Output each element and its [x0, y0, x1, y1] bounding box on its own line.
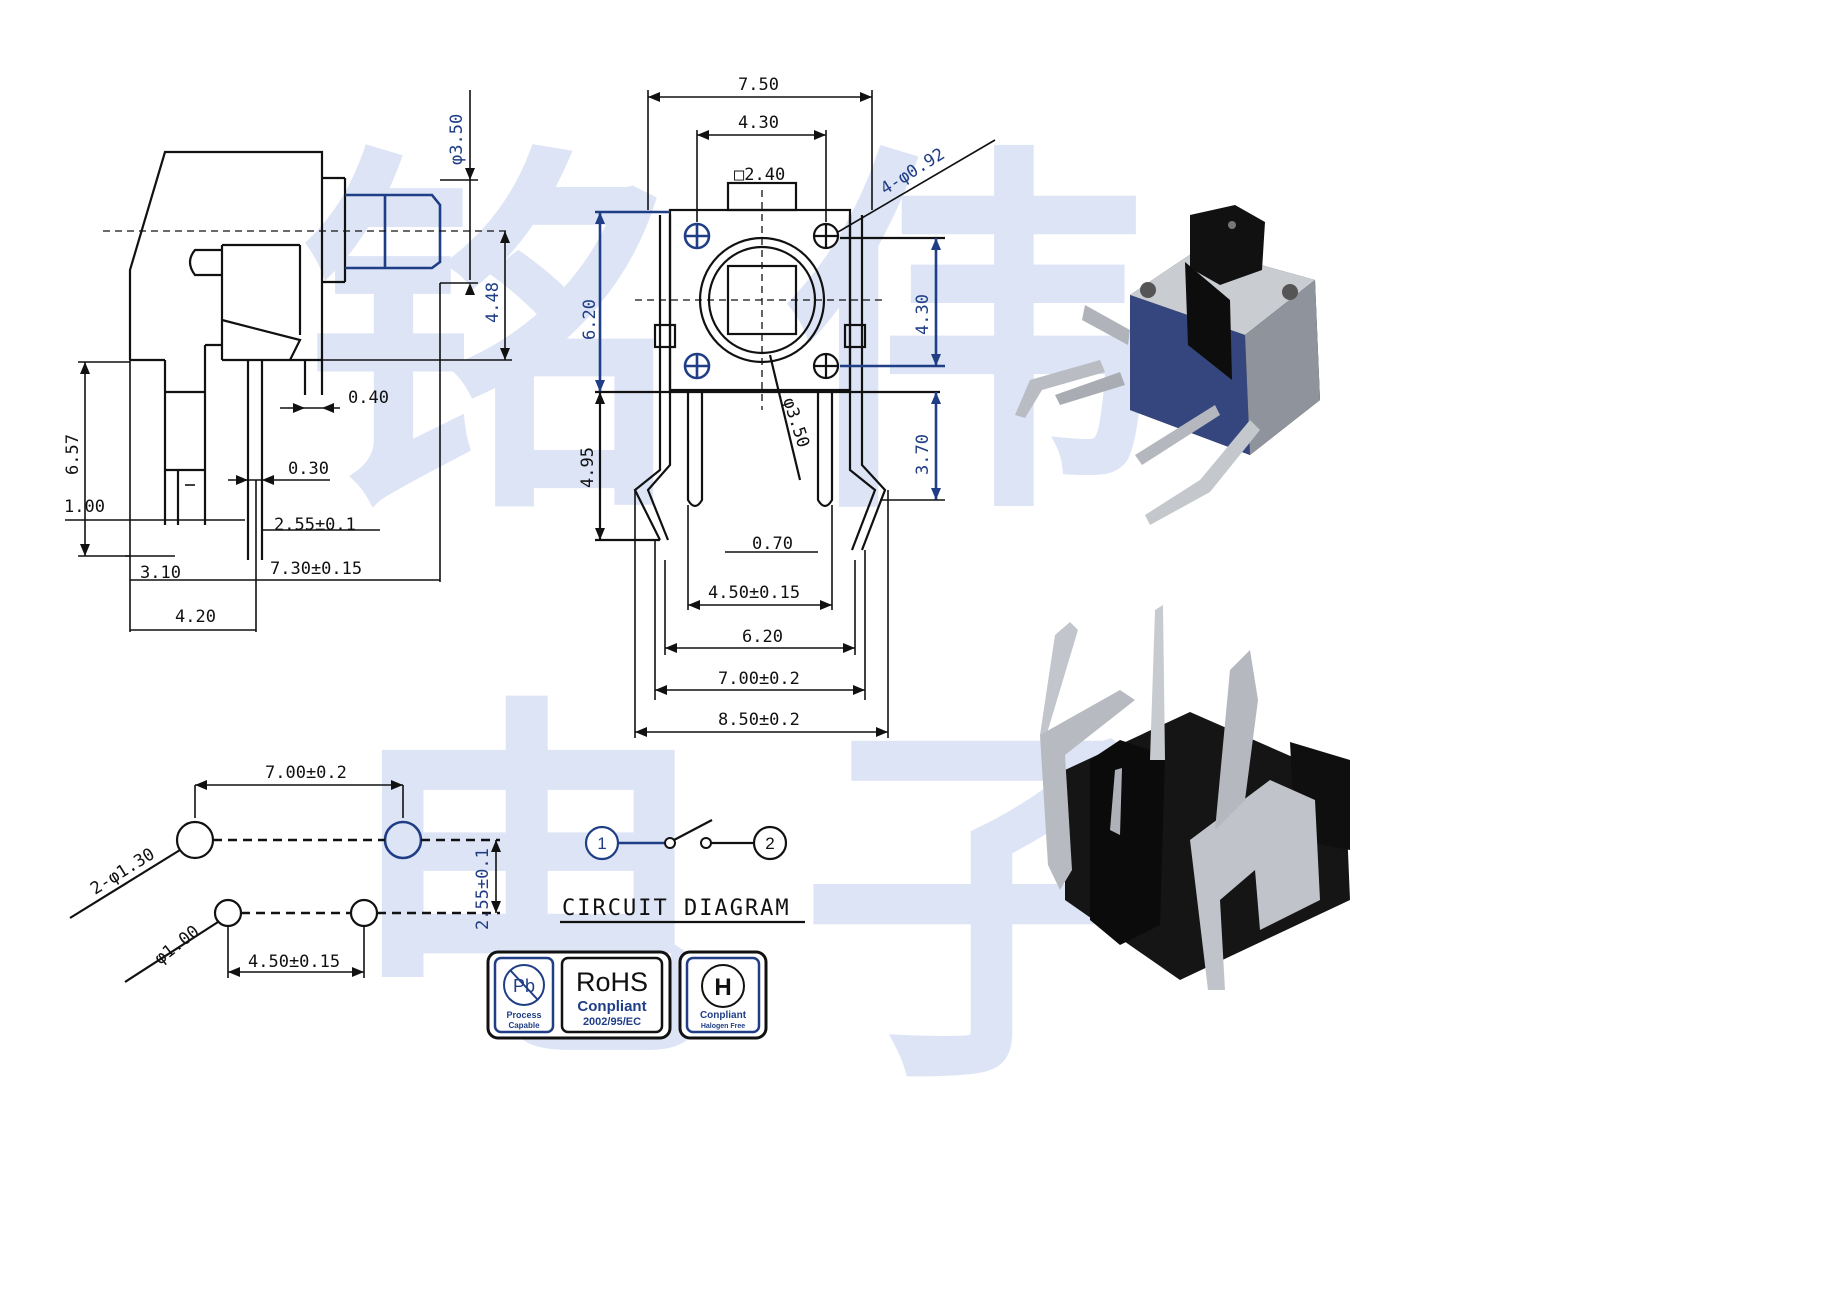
dim-side-730: 7.30±0.15	[270, 559, 362, 579]
dim-side-420: 4.20	[175, 607, 216, 627]
rohs-badge-title: RoHS	[576, 967, 648, 997]
circuit-diagram: 1 2 CIRCUIT DIAGRAM	[560, 819, 805, 924]
dim-side-657: 6.57	[63, 434, 83, 475]
pb-badge-line2: Capable	[508, 1021, 540, 1030]
pcb-hole-1	[175, 820, 215, 860]
dim-pcb-2phi130: 2-φ1.30	[87, 844, 158, 899]
dim-side-255: 2.55±0.1	[274, 515, 356, 535]
dim-front-450: 4.50±0.15	[708, 583, 800, 603]
dim-pcb-phi100: φ1.00	[151, 922, 204, 969]
dim-pcb-450: 4.50±0.15	[248, 952, 340, 972]
side-actuator-outline	[345, 193, 442, 270]
circuit-title: CIRCUIT DIAGRAM	[562, 896, 791, 921]
dim-front-430-top: 4.30	[738, 113, 779, 133]
dim-pcb-255: 2.55±0.1	[473, 848, 493, 930]
halogen-badge-line1: Conpliant	[700, 1010, 747, 1021]
datasheet-drawing: 铭 伟 电 子	[63, 75, 1350, 1100]
rohs-badge-line1: Conpliant	[577, 998, 646, 1015]
halogen-badge-line2: Halogen Free	[701, 1023, 745, 1030]
pb-badge-symbol: Pb	[513, 976, 535, 996]
dim-pcb-700: 7.00±0.2	[265, 763, 347, 783]
dim-front-750: 7.50	[738, 75, 779, 95]
dim-front-495: 4.95	[578, 447, 598, 488]
dim-side-448: 4.48	[483, 282, 503, 323]
switch-lever	[673, 819, 713, 841]
dim-side-030: 0.30	[288, 459, 329, 479]
dim-front-240: □2.40	[734, 165, 785, 185]
dim-front-620-left: 6.20	[580, 299, 600, 340]
dim-front-850: 8.50±0.2	[718, 710, 800, 730]
front-holes	[683, 222, 840, 380]
compliance-badges: Pb Process Capable RoHS Conpliant 2002/9…	[486, 950, 768, 1040]
product-photo-top	[1015, 205, 1320, 525]
dim-side-phi350: φ3.50	[447, 114, 467, 165]
side-view: φ3.50 4.48 0.40 6.57 0.30 1.00 2.55±0.1 …	[63, 90, 512, 632]
pb-badge-line1: Process	[506, 1010, 541, 1020]
dim-front-700: 7.00±0.2	[718, 669, 800, 689]
dim-side-310: 3.10	[140, 563, 181, 583]
dim-side-100: 1.00	[64, 497, 105, 517]
dim-side-040: 0.40	[348, 388, 389, 408]
dim-front-430-right: 4.30	[913, 294, 933, 335]
rohs-badge	[560, 956, 664, 1034]
dim-front-370: 3.70	[913, 434, 933, 475]
halogen-badge-symbol: H	[714, 974, 731, 1001]
watermark-char-1: 铭	[300, 117, 680, 560]
pb-badge	[493, 956, 555, 1034]
watermark-char-2: 伟	[780, 117, 1160, 560]
pin-1-label: 1	[597, 834, 606, 853]
pcb-hole-3	[213, 898, 243, 928]
dim-front-070: 0.70	[752, 534, 793, 554]
side-body-outline	[128, 150, 324, 360]
pin-2-label: 2	[765, 834, 774, 853]
product-photo-bottom	[1040, 605, 1350, 990]
rohs-badge-line2: 2002/95/EC	[583, 1016, 641, 1028]
dim-front-620-bottom: 6.20	[742, 627, 783, 647]
drawing-canvas: 铭 伟 电 子	[63, 75, 1350, 1100]
